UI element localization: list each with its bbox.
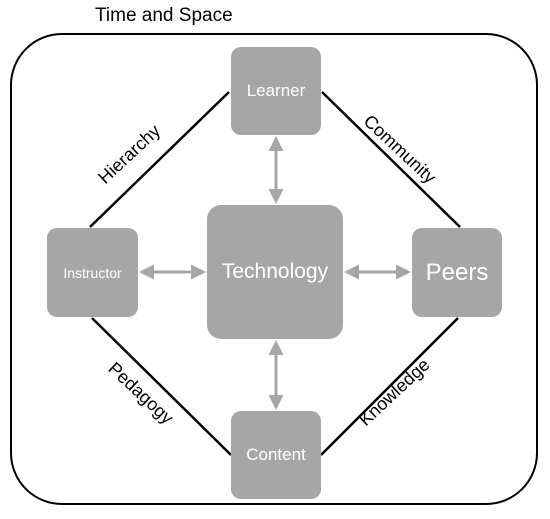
edge-learner-peers	[321, 91, 461, 228]
edge-peers-content	[320, 317, 459, 456]
learner-label: Learner	[246, 81, 306, 100]
instructor-node: Instructor	[47, 228, 138, 317]
learner-node: Learner	[231, 47, 321, 135]
edge-learner-instructor	[89, 91, 230, 228]
content-label: Content	[246, 445, 306, 464]
edge-instructor-content	[91, 317, 232, 456]
peers-label: Peers	[425, 258, 489, 286]
time-and-space-frame	[10, 33, 538, 505]
peers-node: Peers	[412, 228, 502, 317]
instructor-label: Instructor	[63, 264, 122, 281]
diagram-title: Time and Space	[95, 5, 233, 26]
content-node: Content	[231, 411, 321, 499]
technology-node: Technology	[207, 205, 343, 339]
technology-label: Technology	[221, 260, 329, 283]
